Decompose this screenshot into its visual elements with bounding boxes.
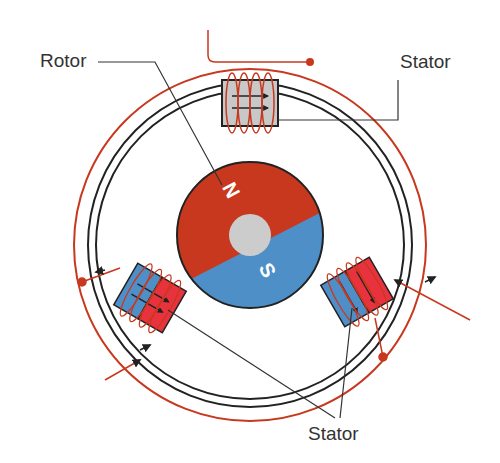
stator-right	[318, 252, 396, 332]
current-arrows	[96, 270, 435, 350]
wire-ring	[74, 69, 426, 421]
lead-wires	[78, 268, 470, 380]
housing-inner	[96, 91, 404, 399]
leader-lines	[98, 62, 398, 418]
rotor	[160, 150, 345, 315]
part-label: Stator	[400, 52, 451, 73]
housing-outer	[88, 83, 412, 407]
part-label: Rotor	[40, 51, 86, 72]
part-label: Stator	[308, 424, 359, 445]
stator-top	[208, 30, 314, 133]
stator-left	[111, 258, 189, 338]
